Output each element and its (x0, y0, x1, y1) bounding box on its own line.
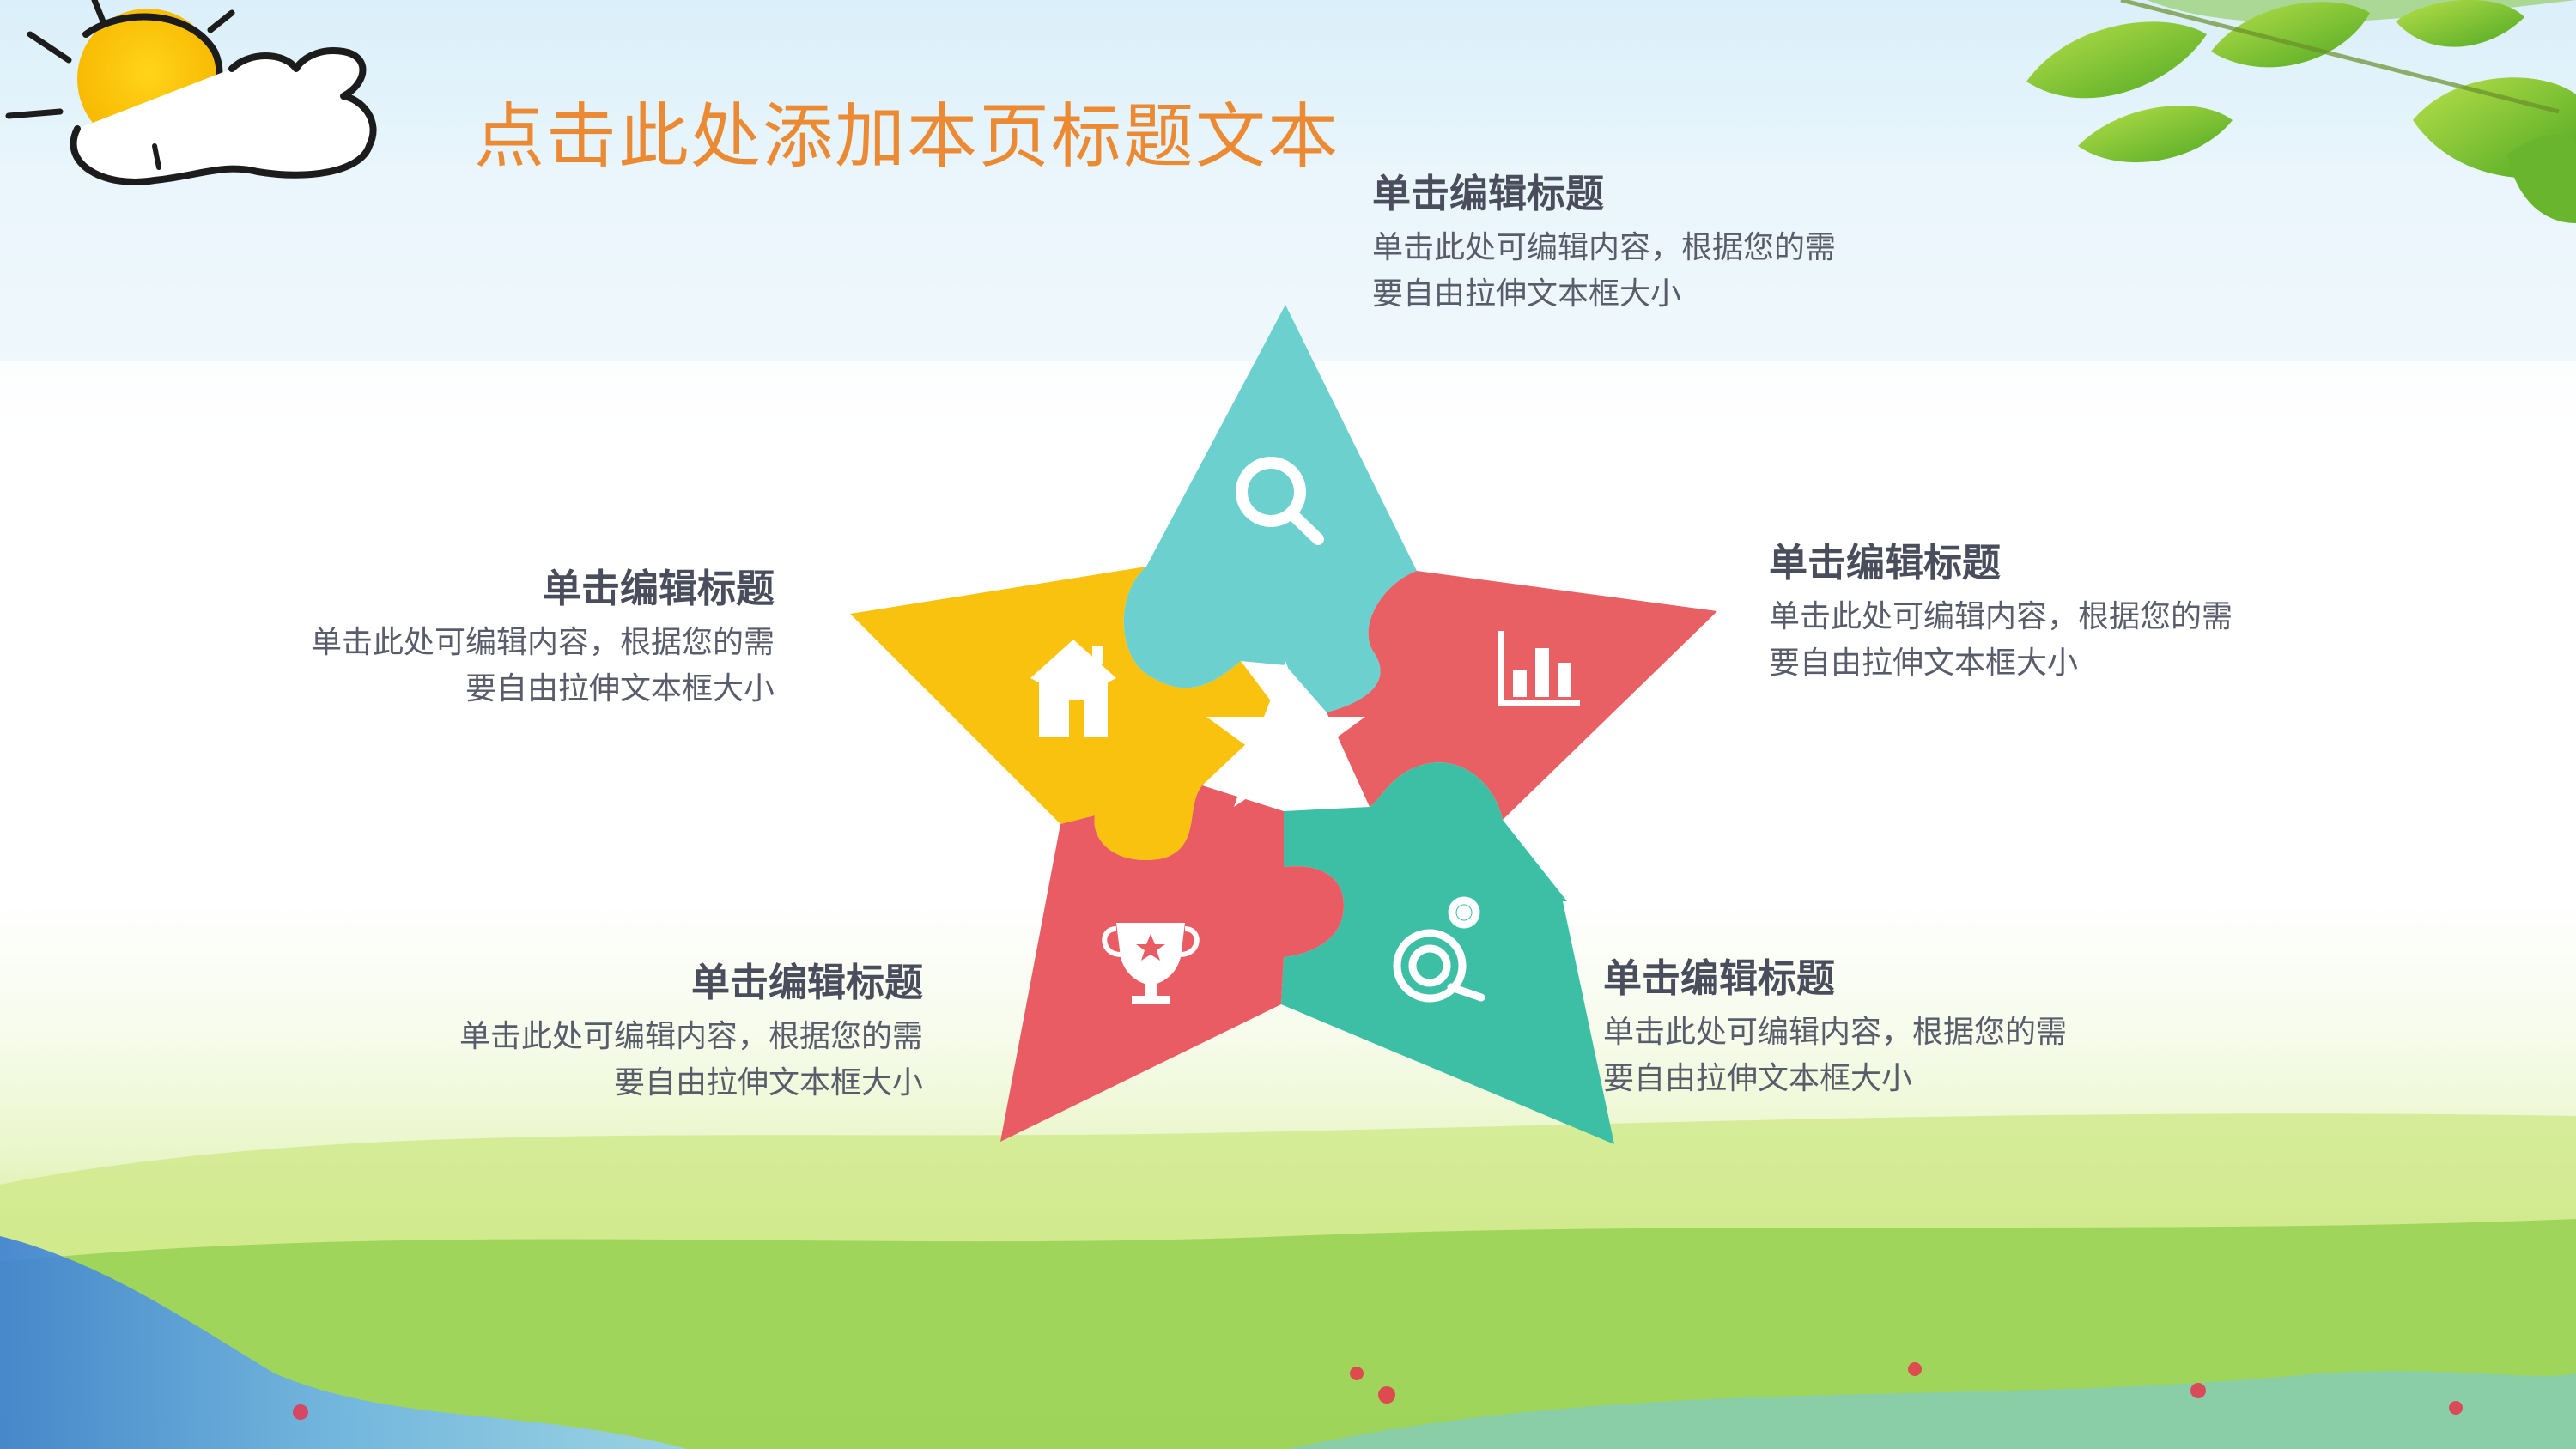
sun-cloud-illustration (5, 0, 377, 185)
item-top-line1[interactable]: 单击此处可编辑内容，根据您的需 (1372, 230, 1837, 265)
item-right-line2[interactable]: 要自由拉伸文本框大小 (1769, 646, 2079, 681)
search-icon (1236, 457, 1324, 545)
item-bottom-left-title[interactable]: 单击编辑标题 (690, 960, 923, 1005)
item-top: 单击编辑标题 单击此处可编辑内容，根据您的需 要自由拉伸文本框大小 (1372, 168, 1922, 318)
settings-icon (1393, 896, 1485, 1003)
item-bottom-left-line2[interactable]: 要自由拉伸文本框大小 (613, 1065, 923, 1100)
item-bottom-right-line2[interactable]: 要自由拉伸文本框大小 (1603, 1061, 1913, 1096)
item-bottom-right-title[interactable]: 单击编辑标题 (1603, 955, 1836, 1001)
item-left-line2[interactable]: 要自由拉伸文本框大小 (465, 671, 775, 706)
slide-title[interactable]: 点击此处添加本页标题文本 (474, 96, 1340, 178)
item-bottom-left-line1[interactable]: 单击此处可编辑内容，根据您的需 (459, 1019, 923, 1054)
center-star-shape (1206, 661, 1365, 807)
puzzle-piece-teal (1123, 305, 1417, 712)
item-right-line1[interactable]: 单击此处可编辑内容，根据您的需 (1769, 599, 2233, 634)
house-icon (1030, 640, 1116, 737)
leaves-illustration (2026, 0, 2576, 223)
puzzle-piece-green (1281, 762, 1614, 1144)
item-bottom-right-line1[interactable]: 单击此处可编辑内容，根据您的需 (1603, 1015, 2068, 1050)
item-left-title[interactable]: 单击编辑标题 (542, 566, 775, 611)
item-top-line2[interactable]: 要自由拉伸文本框大小 (1372, 276, 1682, 312)
item-left: 单击编辑标题 单击此处可编辑内容，根据您的需 要自由拉伸文本框大小 (225, 563, 775, 712)
trophy-icon (1102, 923, 1200, 1004)
item-right-title[interactable]: 单击编辑标题 (1769, 540, 2002, 585)
item-bottom-left: 单击编辑标题 单击此处可编辑内容，根据您的需 要自由拉伸文本框大小 (374, 957, 923, 1106)
item-bottom-right: 单击编辑标题 单击此处可编辑内容，根据您的需 要自由拉伸文本框大小 (1603, 953, 2153, 1102)
item-left-line1[interactable]: 单击此处可编辑内容，根据您的需 (310, 625, 775, 660)
item-right: 单击编辑标题 单击此处可编辑内容，根据您的需 要自由拉伸文本框大小 (1769, 537, 2318, 687)
bar-chart-icon (1498, 631, 1580, 706)
item-top-title[interactable]: 单击编辑标题 (1372, 171, 1605, 216)
